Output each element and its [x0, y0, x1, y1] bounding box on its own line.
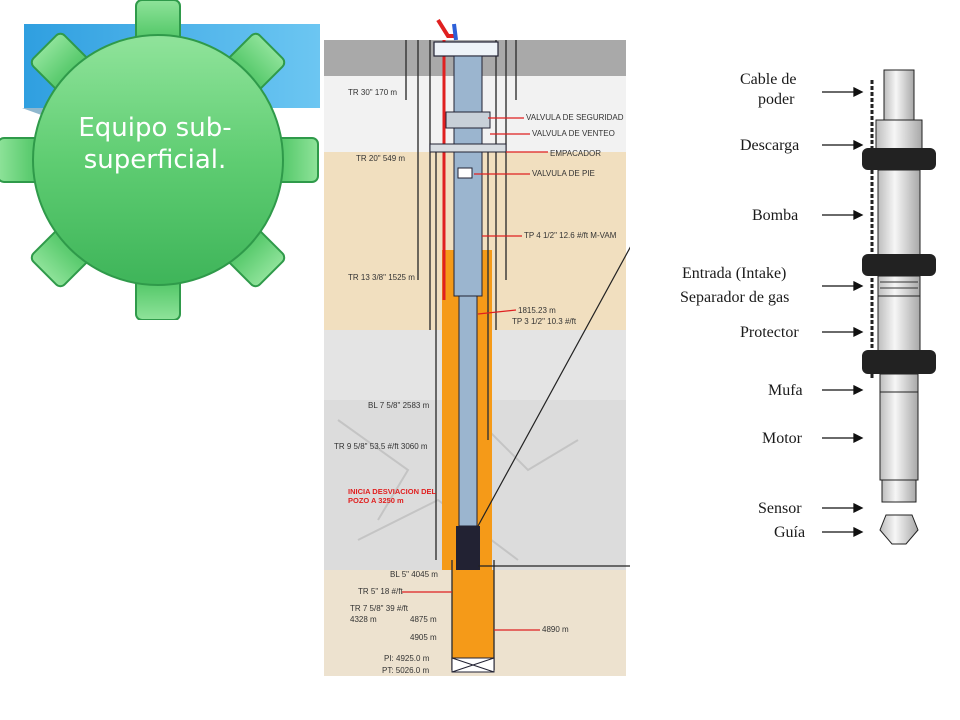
- esp-detail: Cable de poder Descarga Bomba Entrada (I…: [680, 69, 936, 545]
- part-label: Guía: [774, 524, 805, 541]
- casing-lines: [405, 40, 517, 670]
- tubing-label: TP 3 1/2" 10.3 #/ft: [512, 317, 577, 326]
- tubing-label: TP 4 1/2" 12.6 #/ft M-VAM: [524, 231, 617, 240]
- component-label: VALVULA DE PIE: [532, 169, 595, 178]
- depth-label: PT: 5026.0 m: [382, 666, 429, 675]
- slide-title: Equipo sub-superficial.: [78, 113, 232, 175]
- cable-housing: [883, 69, 915, 121]
- component-label: EMPACADOR: [550, 149, 601, 158]
- casing-label: TR 9 5/8" 53.5 #/ft 3060 m: [334, 442, 428, 451]
- casing-label: 4328 m: [350, 615, 377, 624]
- part-label: Protector: [740, 324, 799, 341]
- part-label: Mufa: [768, 382, 803, 399]
- depth-label: 4875 m: [410, 615, 437, 624]
- part-label: Bomba: [752, 207, 798, 224]
- part-label: Cable de: [740, 71, 796, 88]
- motor: [879, 391, 919, 481]
- casing-label: TR 7 5/8" 39 #/ft: [350, 604, 409, 613]
- casing-label: BL 5" 4045 m: [390, 570, 438, 579]
- tubing-lower: [458, 295, 478, 527]
- guide: [879, 514, 919, 545]
- discharge-collar: [862, 148, 936, 170]
- depth-label: 4890 m: [542, 625, 569, 634]
- protector: [877, 295, 921, 353]
- component-label: VALVULA DE VENTEO: [532, 129, 615, 138]
- discharge-head: [875, 119, 923, 151]
- label-arrows: [402, 117, 548, 631]
- safety-valve: [445, 111, 491, 129]
- well-schematic: TR 30" 170 m TR 20" 549 m TR 13 3/8" 152…: [324, 18, 630, 676]
- part-label: Descarga: [740, 137, 799, 154]
- casing-label: TR 30" 170 m: [348, 88, 397, 97]
- depth-label: PI: 4925.0 m: [384, 654, 430, 663]
- pump-assembly: [456, 526, 480, 570]
- casing-label: TR 20" 549 m: [356, 154, 405, 163]
- gear-badge: Equipo sub-superficial.: [0, 0, 330, 321]
- intake-collar: [862, 254, 936, 276]
- intake: [877, 275, 921, 297]
- casing-label: BL 7 5/8" 2583 m: [368, 401, 430, 410]
- depth-label: 4905 m: [410, 633, 437, 642]
- casing-label: TR 13 3/8" 1525 m: [348, 273, 415, 282]
- protector-collar: [862, 350, 936, 374]
- wellhead: [433, 41, 499, 57]
- deviation-label: INICIA DESVIACION DEL: [348, 487, 436, 496]
- pump-body: [877, 169, 921, 257]
- gear-shape: [0, 0, 320, 321]
- mufa: [879, 373, 919, 393]
- casing-label: TR 5" 18 #/ft: [358, 587, 403, 596]
- packer: [429, 143, 507, 153]
- part-label: poder: [758, 91, 795, 108]
- component-label: VALVULA DE SEGURIDAD: [526, 113, 624, 122]
- part-label: Sensor: [758, 500, 802, 517]
- part-label: Motor: [762, 430, 803, 447]
- part-label: Entrada (Intake): [682, 265, 786, 282]
- part-arrows: [822, 86, 864, 538]
- deviation-label: POZO A 3250 m: [348, 496, 404, 505]
- part-label: Separador de gas: [680, 289, 789, 306]
- sensor: [881, 479, 917, 503]
- tubing-label: 1815.23 m: [518, 306, 556, 315]
